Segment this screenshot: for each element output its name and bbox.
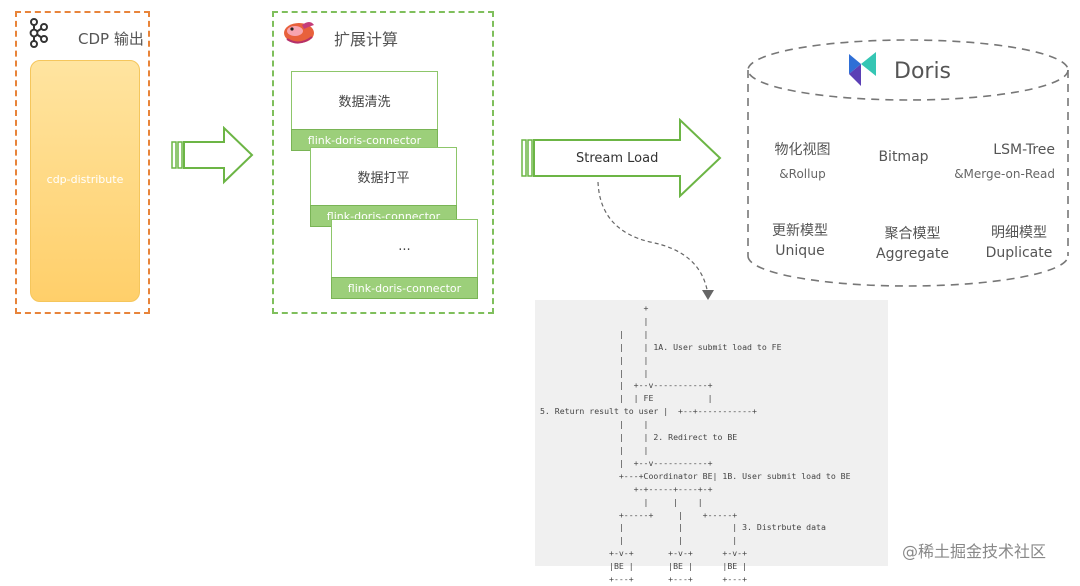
feature-materialized-view: 物化视图 &Rollup [760,140,845,184]
feature-sub: Aggregate [876,246,949,262]
compute-title: 扩展计算 [334,30,399,49]
cdp-output-group [15,11,150,314]
kafka-icon [29,18,48,48]
feature-lsm-tree: LSM-Tree &Merge-on-Read [950,140,1055,184]
feature-bitmap: Bitmap [866,147,941,167]
arrow-to-compute-icon [171,126,254,185]
compute-card-label: 数据清洗 [338,95,391,110]
feature-sub: Unique [775,243,825,259]
feature-main: 更新模型 [772,223,828,239]
stream-load-detail-connector [597,181,714,300]
cdp-output-title: CDP 输出 [78,30,144,48]
doris-logo-icon [849,52,876,86]
feature-sub: &Rollup [779,167,826,181]
feature-unique-model: 更新模型 Unique [760,221,840,261]
cdp-distribute-label: cdp-distribute [46,173,124,186]
stream-load-arrow-icon [521,118,722,198]
doris-storage-cylinder [747,39,1069,287]
compute-card-label: 数据打平 [357,171,410,186]
connector-bar: flink-doris-connector [331,277,478,299]
stream-load-flow-code: + | | | | | 1A. User submit load to FE |… [535,300,888,584]
doris-title: Doris [894,59,952,84]
feature-duplicate-model: 明细模型 Duplicate [980,223,1058,263]
flink-squirrel-icon [284,22,314,44]
feature-main: 物化视图 [774,142,831,158]
feature-aggregate-model: 聚合模型 Aggregate [870,224,955,264]
feature-main: Bitmap [878,149,929,165]
feature-main: LSM-Tree [993,142,1055,158]
stream-load-label: Stream Load [576,151,659,166]
feature-main: 明细模型 [991,225,1047,241]
feature-main: 聚合模型 [884,226,941,242]
compute-group [272,11,494,314]
compute-card-more: ... flink-doris-connector [331,219,478,299]
compute-card-clean: 数据清洗 flink-doris-connector [291,71,438,151]
feature-sub: &Merge-on-Read [954,167,1055,181]
watermark: @稀土掘金技术社区 [902,542,1047,561]
compute-card-flatten: 数据打平 flink-doris-connector [310,147,457,227]
feature-sub: Duplicate [985,245,1053,261]
cdp-distribute-block: cdp-distribute [30,60,140,302]
ascii-flow-diagram: + | | | | | 1A. User submit load to FE |… [540,303,851,585]
compute-card-label: ... [398,239,411,254]
